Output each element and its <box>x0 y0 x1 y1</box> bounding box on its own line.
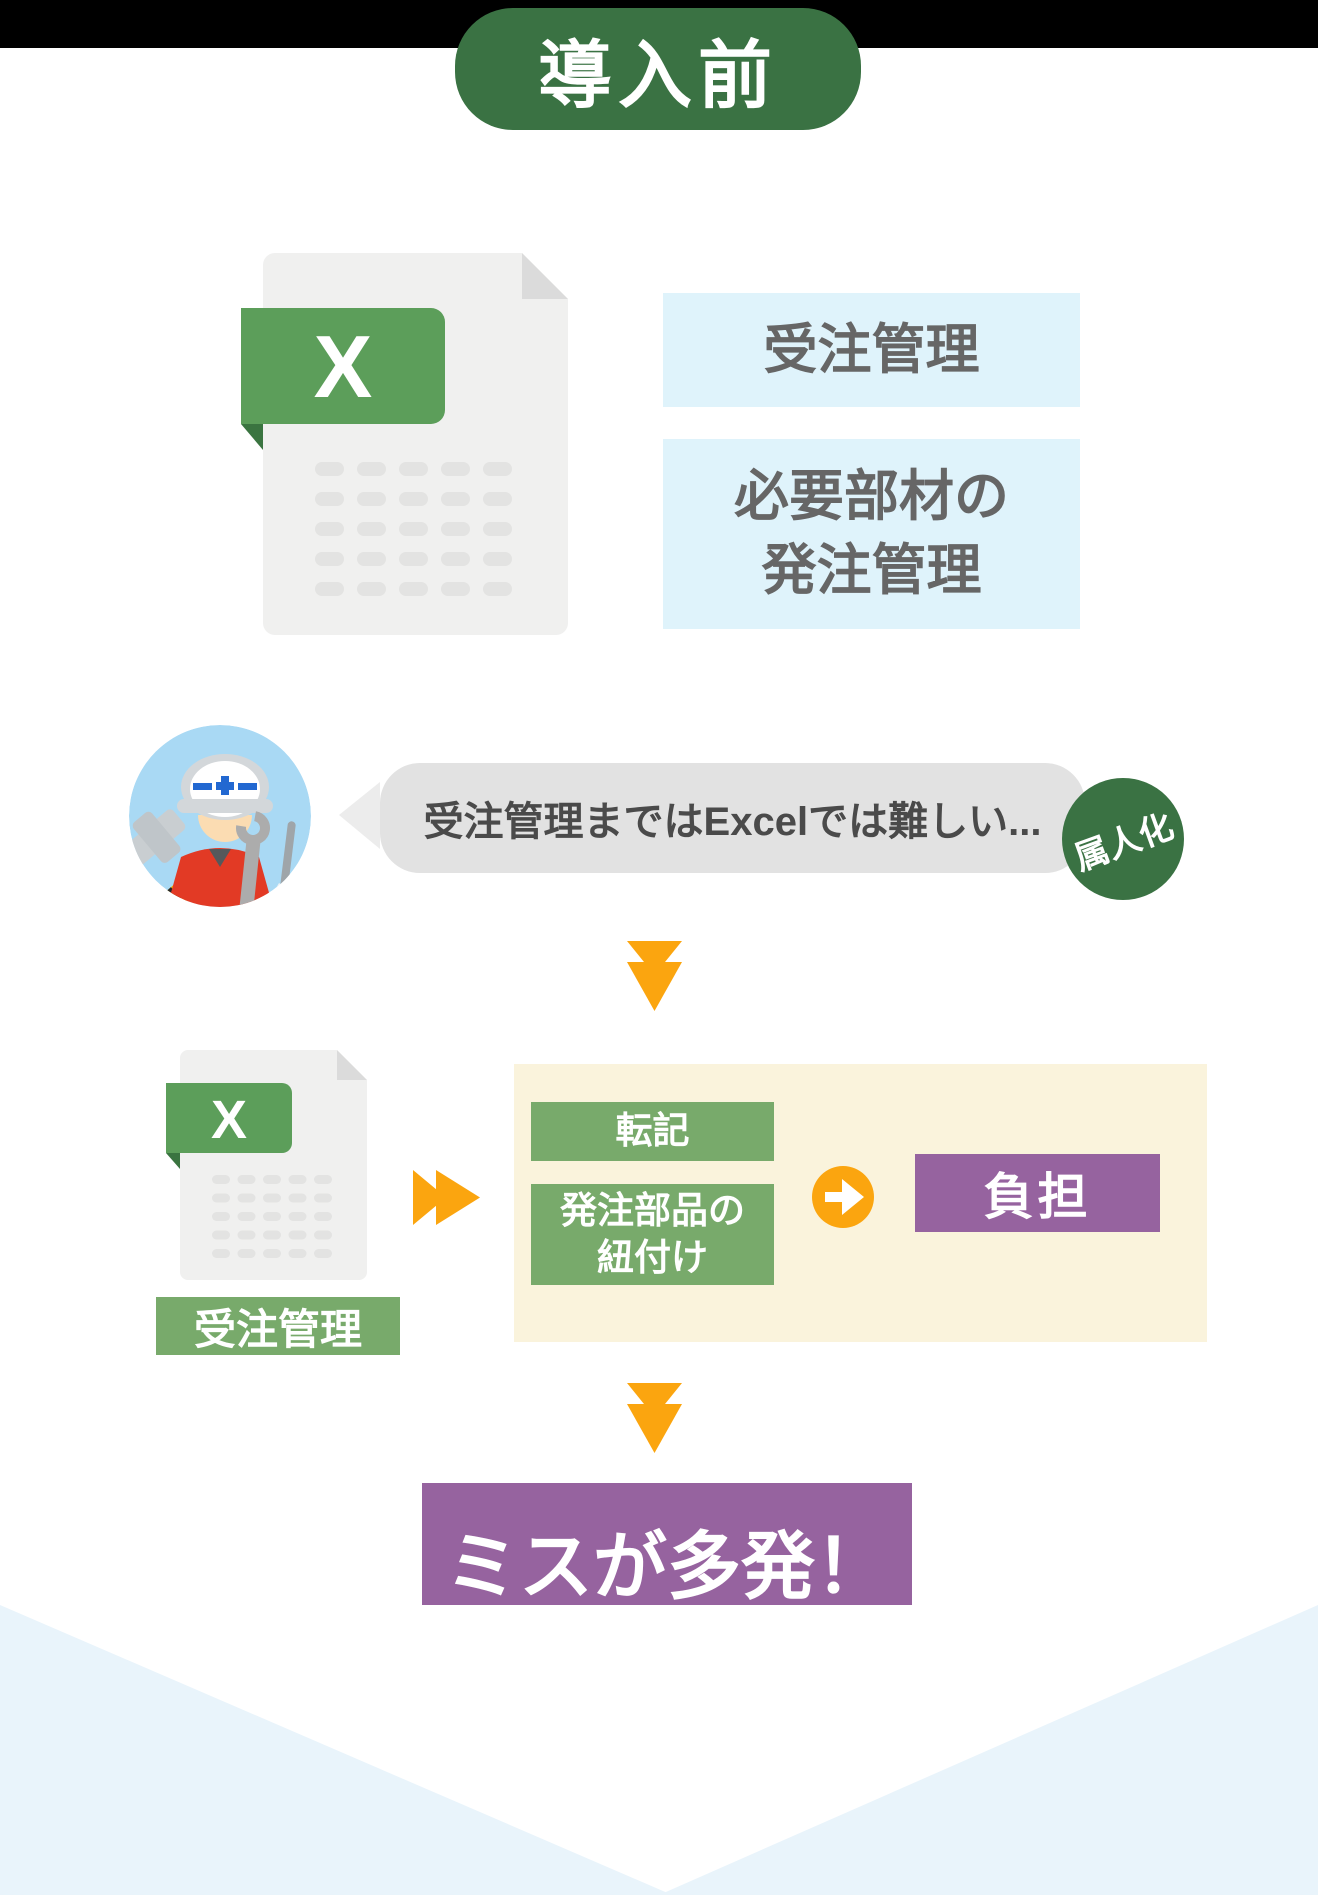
personalization-tag-label: 属人化 <box>1069 806 1179 878</box>
task-box-transcription: 転記 <box>531 1102 774 1161</box>
excel-letter: X <box>211 1090 247 1150</box>
down-arrow-icon <box>627 941 682 1011</box>
down-arrow-icon <box>627 1383 682 1453</box>
capability-box-parts-ordering: 必要部材の 発注管理 <box>663 439 1080 629</box>
task-line-1: 発注部品の <box>560 1190 745 1232</box>
task-box-parts-linking: 発注部品の 紐付け <box>531 1184 774 1285</box>
helmet-mark-cross-h <box>216 782 234 790</box>
capability-box-order-management: 受注管理 <box>663 293 1080 407</box>
hammer-icon <box>129 809 186 866</box>
capability-line-1: 必要部材の <box>733 465 1009 528</box>
wrench-shaft-icon <box>239 837 261 907</box>
excel-file-label-text: 受注管理 <box>193 1305 362 1353</box>
spreadsheet-grid-icon <box>315 462 515 599</box>
outcome-label: ミスが多発！ <box>445 1524 889 1608</box>
spreadsheet-grid-icon <box>212 1175 338 1261</box>
helmet-mark-left <box>193 783 212 790</box>
helmet-mark-right <box>238 783 257 790</box>
excel-file-icon-large: X <box>241 253 568 635</box>
excel-file-label: 受注管理 <box>156 1297 400 1355</box>
double-chevron-right-icon <box>413 1170 480 1225</box>
worker-avatar <box>129 725 311 907</box>
excel-banner <box>241 308 445 424</box>
page-fold-icon <box>522 253 568 299</box>
arrow-right-circle-icon <box>812 1166 874 1228</box>
banner-fold-icon <box>241 424 263 450</box>
helmet-brim <box>177 799 273 813</box>
worker-collar <box>209 849 231 867</box>
task-label: 転記 <box>615 1110 690 1152</box>
capability-line-2: 発注管理 <box>761 539 982 601</box>
speech-bubble-tail <box>339 782 380 849</box>
speech-bubble: 受注管理まではExcelでは難しい... <box>339 763 1085 873</box>
task-line-2: 紐付け <box>597 1236 708 1278</box>
title-badge-label: 導入前 <box>538 33 778 117</box>
outcome-box: ミスが多発！ <box>422 1483 912 1637</box>
personalization-tag: 属人化 <box>1062 778 1184 900</box>
excel-banner <box>166 1083 292 1153</box>
burden-box: 負担 <box>915 1154 1160 1232</box>
title-badge: 導入前 <box>455 8 861 130</box>
tool-knob-icon <box>296 867 311 883</box>
burden-label: 負担 <box>983 1169 1092 1225</box>
page-fold-icon <box>337 1050 367 1080</box>
excel-file-icon-small: X <box>166 1050 367 1280</box>
speech-bubble-text: 受注管理まではExcelでは難しい... <box>423 800 1042 844</box>
capability-box-label: 受注管理 <box>763 319 980 380</box>
excel-letter: X <box>314 317 373 416</box>
banner-fold-icon <box>166 1153 180 1169</box>
